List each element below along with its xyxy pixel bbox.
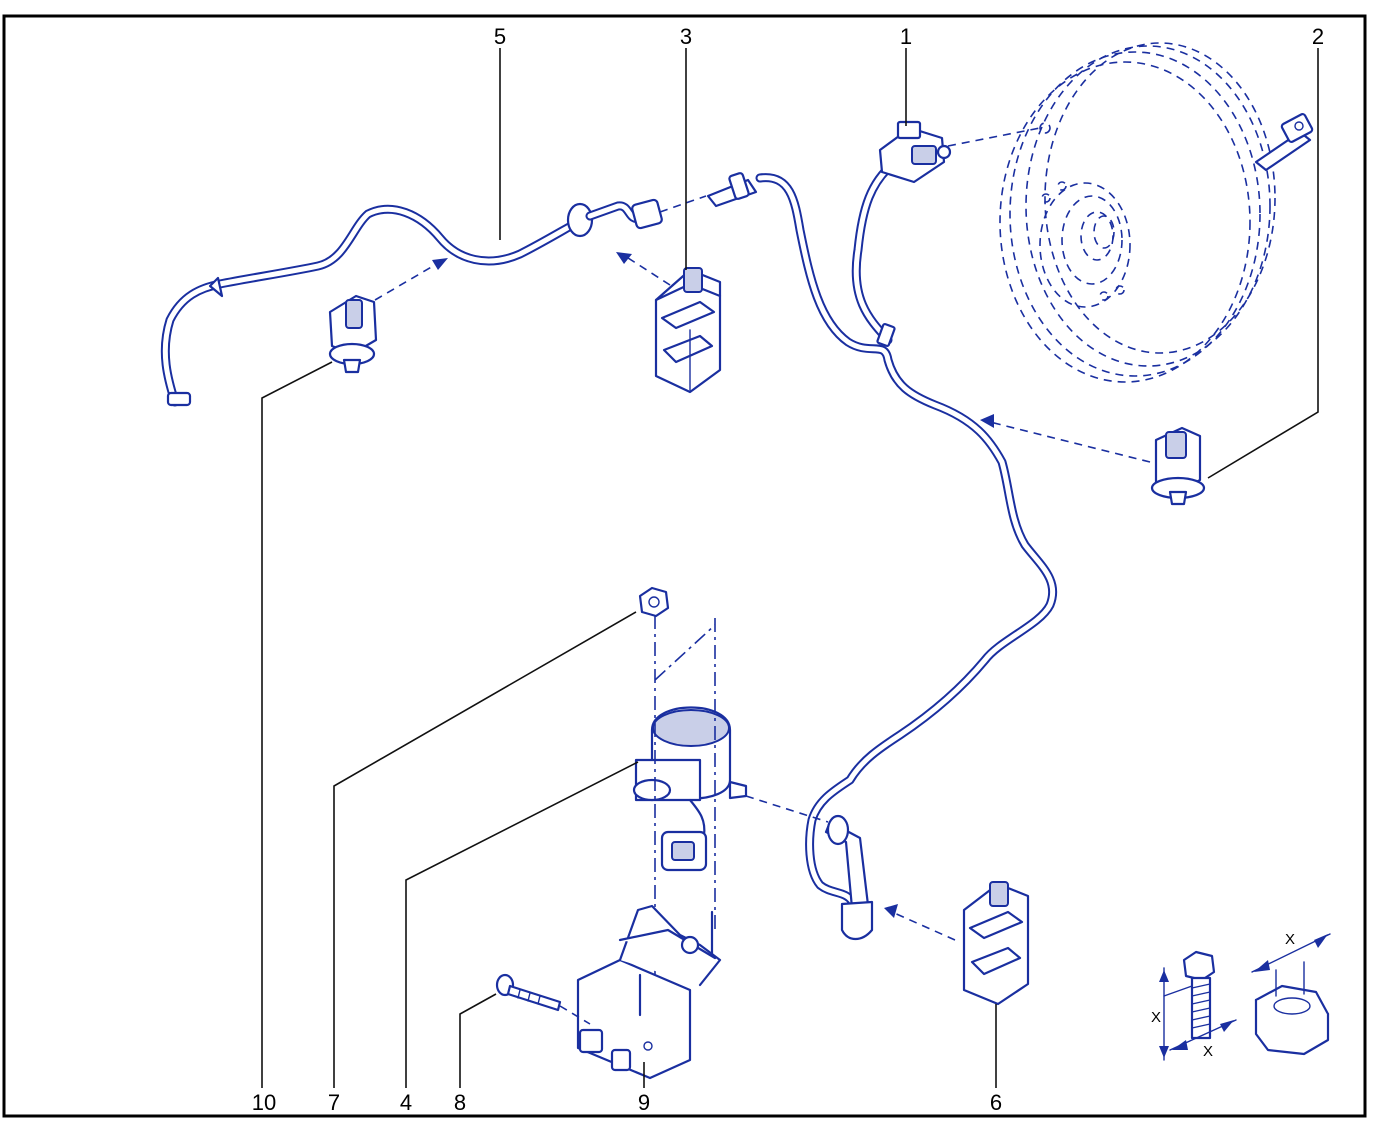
sensor-1 [878, 120, 952, 184]
callout-9: 9 [638, 1090, 650, 1115]
dim-bolt-diameter: X [1203, 1043, 1213, 1060]
callout-8: 8 [454, 1090, 466, 1115]
dim-nut-size: X [1285, 931, 1295, 948]
callout-10: 10 [252, 1090, 276, 1115]
pump-4 [632, 706, 748, 872]
bolt-8 [495, 973, 562, 1012]
assembly-arrows [374, 127, 1151, 1025]
callout-5: 5 [494, 24, 506, 49]
clip-3 [654, 267, 722, 394]
clip-6 [962, 881, 1030, 1006]
callout-4: 4 [400, 1090, 412, 1115]
hose-5 [160, 198, 663, 407]
bracket-9 [576, 904, 722, 1080]
leader-lines [261, 48, 1319, 1088]
valve-stem [1254, 113, 1314, 172]
spare-wheel [999, 42, 1276, 383]
callout-labels: 5 3 1 2 10 7 4 8 9 6 [252, 24, 1324, 1115]
diagram-frame [2, 14, 1367, 1118]
callout-6: 6 [990, 1090, 1002, 1115]
callout-3: 3 [680, 24, 692, 49]
nut-dimension-icon [1251, 933, 1331, 1056]
bolt-dimension-icon [1159, 950, 1237, 1061]
dimension-labels: X X X [1151, 931, 1295, 1060]
hose-main [706, 155, 1058, 941]
dim-bolt-height: X [1151, 1009, 1161, 1026]
clip-2 [1150, 426, 1206, 506]
callout-2: 2 [1312, 24, 1324, 49]
nut-7 [638, 586, 670, 618]
callout-1: 1 [900, 24, 912, 49]
clip-10 [328, 294, 378, 374]
callout-7: 7 [328, 1090, 340, 1115]
